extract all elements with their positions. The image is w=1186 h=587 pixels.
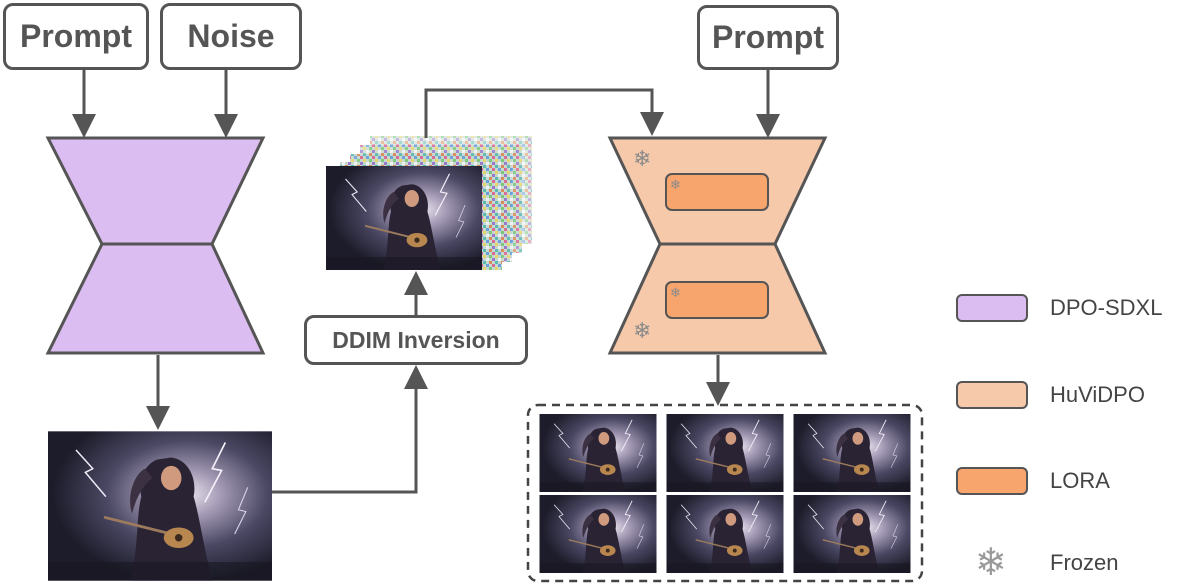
- prompt-input-box: Prompt: [3, 3, 149, 70]
- dpo-sdxl-upper-block: [45, 136, 266, 246]
- video-frames-grid: [538, 414, 912, 573]
- snowflake-icon: ❄: [670, 177, 681, 192]
- legend-label-lora: LORA: [1050, 468, 1110, 493]
- snowflake-icon: ❄: [633, 146, 652, 171]
- legend-swatch-huvidpo: [956, 381, 1028, 409]
- ddim-inversion-box: DDIM Inversion: [304, 315, 528, 365]
- legend-swatch-dpo-sdxl: [956, 294, 1028, 322]
- video-frame: [792, 414, 912, 492]
- legend-label-frozen: Frozen: [1050, 550, 1119, 575]
- video-frame: [792, 495, 912, 573]
- generated-image: [48, 430, 272, 582]
- snowflake-icon: ❄: [633, 318, 652, 343]
- snowflake-icon: ❄: [670, 285, 681, 300]
- dpo-sdxl-lower-block: [45, 242, 266, 355]
- prompt-input-box-right: Prompt: [697, 5, 839, 70]
- ddim-inversion-label: DDIM Inversion: [332, 326, 500, 353]
- video-frame: [538, 414, 658, 492]
- noise-input-label: Noise: [187, 18, 275, 54]
- video-frame: [665, 414, 785, 492]
- arrow-latents-to-huvidpo: [424, 88, 664, 138]
- legend-label-dpo-sdxl: DPO-SDXL: [1050, 295, 1163, 320]
- legend-swatch-lora: [956, 467, 1028, 495]
- inverted-latent-stack: [324, 136, 532, 270]
- prompt-input-label-right: Prompt: [712, 19, 824, 55]
- video-frames-border: [526, 403, 924, 583]
- video-frame: [538, 495, 658, 573]
- video-frame: [665, 495, 785, 573]
- arrow-image-to-ddim: [272, 365, 428, 494]
- lora-module-upper: [665, 173, 769, 211]
- noise-input-box: Noise: [160, 3, 302, 70]
- legend-label-huvidpo: HuViDPO: [1050, 382, 1145, 407]
- snowflake-icon: ❄: [975, 542, 1007, 584]
- lora-module-lower: [665, 281, 769, 319]
- prompt-input-label: Prompt: [20, 18, 132, 54]
